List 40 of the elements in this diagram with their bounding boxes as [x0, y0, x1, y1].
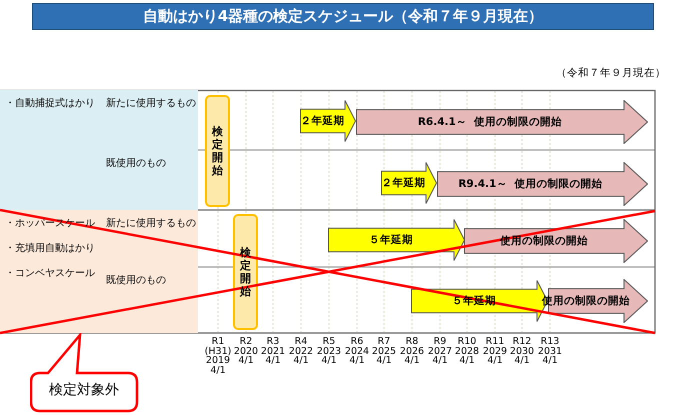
date-label: R8 2026 4/1: [398, 337, 426, 366]
category-cell: [0, 90, 99, 210]
category-text: 既使用のもの: [106, 157, 166, 170]
date-label: R4 2022 4/1: [288, 337, 314, 366]
callout-text: 検定対象外: [48, 381, 120, 399]
delay-bar: [300, 100, 356, 142]
date-label: R6 2024 4/1: [344, 337, 370, 366]
inspection-start-box: [233, 214, 258, 330]
arrow-text: R9.4.1～ 使用の制限の開始: [458, 177, 603, 191]
arrow-text: ２年延期: [382, 176, 426, 190]
date-label: R11 2029 4/1: [482, 337, 508, 366]
callout-bubble: [30, 333, 140, 413]
inspection-start-box: [205, 95, 230, 207]
restriction-bar: [437, 162, 648, 206]
date-label: R7 2025 4/1: [370, 337, 398, 366]
vertical-text: 検定開始: [212, 125, 224, 177]
category-text: 新たに使用するもの: [106, 96, 196, 110]
delay-bar: [328, 219, 465, 261]
date-label: R3 2021 4/1: [260, 337, 286, 366]
arrow-text: ２年延期: [300, 114, 344, 128]
category-text: ・コンベヤスケール: [5, 267, 95, 280]
date-label: R10 2028 4/1: [454, 337, 480, 366]
arrow-text: ５年延期: [369, 233, 413, 247]
restriction-bar: [356, 100, 648, 144]
category-text: ・自動捕捉式はかり: [5, 96, 95, 110]
date-label: R2 2020 4/1: [232, 337, 260, 366]
date-label: R12 2030 4/1: [508, 337, 536, 366]
category-text: 新たに使用するもの: [106, 216, 196, 230]
date-label: R13 2031 4/1: [536, 337, 564, 366]
delay-bar: [381, 162, 437, 204]
arrow-text: R6.4.1～ 使用の制限の開始: [418, 115, 562, 129]
date-label: R5 2023 4/1: [316, 337, 342, 366]
category-text: 既使用のもの: [106, 274, 166, 287]
date-label: R9 2027 4/1: [426, 337, 454, 366]
note-text: （令和７年９月現在）: [556, 66, 666, 80]
category-cell: [0, 210, 99, 333]
date-label: R1 (H31) 2019 4/1: [204, 337, 232, 375]
title-banner: 自動はかり4器種の検定スケジュール（令和７年９月現在）: [32, 3, 654, 30]
restriction-bar: [464, 219, 648, 263]
category-text: ・充填用自動はかり: [5, 242, 95, 255]
